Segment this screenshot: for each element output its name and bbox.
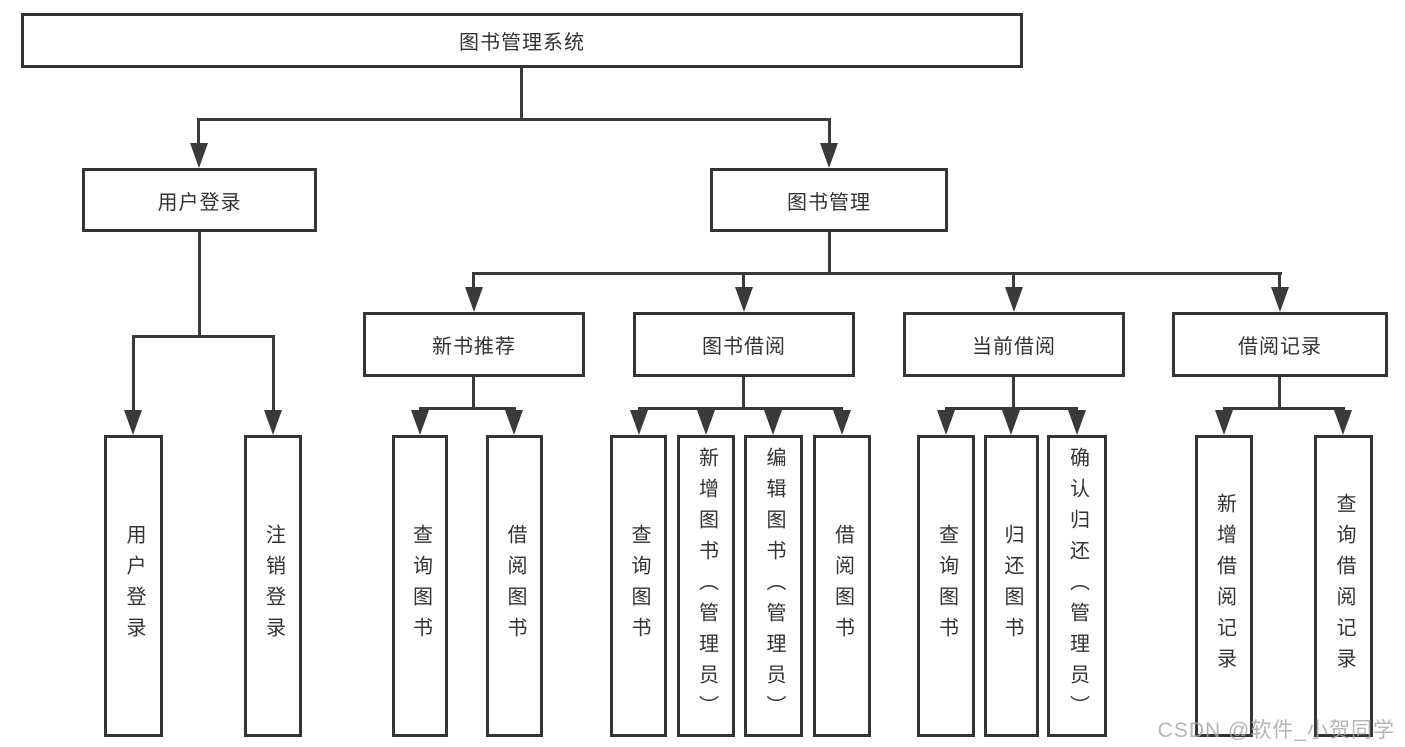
leaf-logout: 注销登录 — [244, 435, 302, 737]
node-new-book-recommend: 新书推荐 — [363, 312, 585, 377]
leaf-cb-confirm-return-admin: 确认归还（管理员） — [1047, 435, 1107, 737]
arrow-down-icon — [124, 410, 142, 435]
connector-line — [472, 377, 475, 410]
connector-line — [132, 335, 135, 412]
arrow-down-icon — [190, 143, 208, 168]
connector-line — [520, 68, 523, 120]
connector-line — [1012, 377, 1015, 410]
arrow-down-icon — [937, 410, 955, 435]
arrow-down-icon — [820, 143, 838, 168]
node-current-borrowing-label: 当前借阅 — [972, 336, 1056, 358]
arrow-down-icon — [1005, 287, 1023, 312]
arrow-down-icon — [465, 287, 483, 312]
leaf-br-add-record: 新增借阅记录 — [1195, 435, 1253, 737]
node-borrowing-records-label: 借阅记录 — [1238, 336, 1322, 358]
leaf-cb-return-books: 归还图书 — [984, 435, 1039, 737]
connector-line — [473, 272, 1282, 275]
connector-line — [828, 232, 831, 275]
leaf-bb-add-books-admin-label: 新增图书（管理员） — [695, 446, 718, 726]
arrow-down-icon — [264, 410, 282, 435]
node-book-borrowing: 图书借阅 — [633, 312, 855, 377]
leaf-br-add-record-label: 新增借阅记录 — [1213, 493, 1236, 679]
node-new-book-recommend-label: 新书推荐 — [432, 336, 516, 358]
arrow-down-icon — [505, 410, 523, 435]
connector-line — [1012, 272, 1015, 290]
node-book-management: 图书管理 — [710, 168, 948, 232]
leaf-cb-query-books-label: 查询图书 — [935, 524, 958, 648]
connector-line — [272, 335, 275, 412]
connector-line — [419, 407, 516, 410]
leaf-br-query-record: 查询借阅记录 — [1314, 435, 1373, 737]
arrow-down-icon — [1271, 287, 1289, 312]
leaf-cb-query-books: 查询图书 — [917, 435, 975, 737]
leaf-nb-borrow-books-label: 借阅图书 — [504, 524, 526, 648]
leaf-bb-borrow-books: 借阅图书 — [813, 435, 871, 737]
node-root-label: 图书管理系统 — [459, 32, 585, 54]
arrow-down-icon — [1215, 410, 1233, 435]
node-current-borrowing: 当前借阅 — [903, 312, 1125, 377]
leaf-bb-edit-books-admin: 编辑图书（管理员） — [744, 435, 803, 737]
connector-line — [742, 272, 745, 290]
leaf-nb-query-books-label: 查询图书 — [409, 524, 432, 648]
node-user-login: 用户登录 — [82, 168, 317, 232]
node-user-login-label: 用户登录 — [157, 191, 242, 214]
leaf-nb-query-books: 查询图书 — [392, 435, 448, 737]
leaf-nb-borrow-books: 借阅图书 — [486, 435, 543, 737]
connector-line — [1278, 377, 1281, 410]
leaf-bb-query-books-label: 查询图书 — [628, 524, 650, 648]
leaf-user-login-label: 用户登录 — [123, 524, 145, 648]
leaf-bb-add-books-admin: 新增图书（管理员） — [677, 435, 735, 737]
connector-line — [638, 407, 843, 410]
connector-line — [198, 232, 201, 338]
leaf-cb-return-books-label: 归还图书 — [1001, 524, 1023, 648]
leaf-bb-borrow-books-label: 借阅图书 — [831, 524, 854, 648]
arrow-down-icon — [411, 410, 429, 435]
connector-line — [828, 118, 831, 146]
connector-line — [197, 118, 831, 121]
arrow-down-icon — [697, 410, 715, 435]
connector-line — [1223, 407, 1345, 410]
leaf-cb-confirm-return-admin-label: 确认归还（管理员） — [1066, 446, 1089, 726]
leaf-user-login: 用户登录 — [104, 435, 163, 737]
arrow-down-icon — [1002, 410, 1020, 435]
connector-line — [1278, 272, 1281, 290]
leaf-logout-label: 注销登录 — [262, 524, 285, 648]
arrow-down-icon — [630, 410, 648, 435]
node-book-management-label: 图书管理 — [787, 191, 871, 214]
connector-line — [945, 407, 1078, 410]
leaf-bb-query-books: 查询图书 — [610, 435, 667, 737]
arrow-down-icon — [764, 410, 782, 435]
node-borrowing-records: 借阅记录 — [1172, 312, 1388, 377]
arrow-down-icon — [1334, 410, 1352, 435]
node-book-borrowing-label: 图书借阅 — [702, 336, 786, 358]
connector-line — [197, 118, 200, 146]
connector-line — [742, 377, 745, 410]
node-root: 图书管理系统 — [21, 13, 1023, 68]
arrow-down-icon — [833, 410, 851, 435]
arrow-down-icon — [1068, 410, 1086, 435]
arrow-down-icon — [735, 287, 753, 312]
leaf-bb-edit-books-admin-label: 编辑图书（管理员） — [763, 446, 785, 726]
connector-line — [132, 335, 275, 338]
leaf-br-query-record-label: 查询借阅记录 — [1333, 493, 1355, 679]
connector-line — [472, 272, 475, 290]
